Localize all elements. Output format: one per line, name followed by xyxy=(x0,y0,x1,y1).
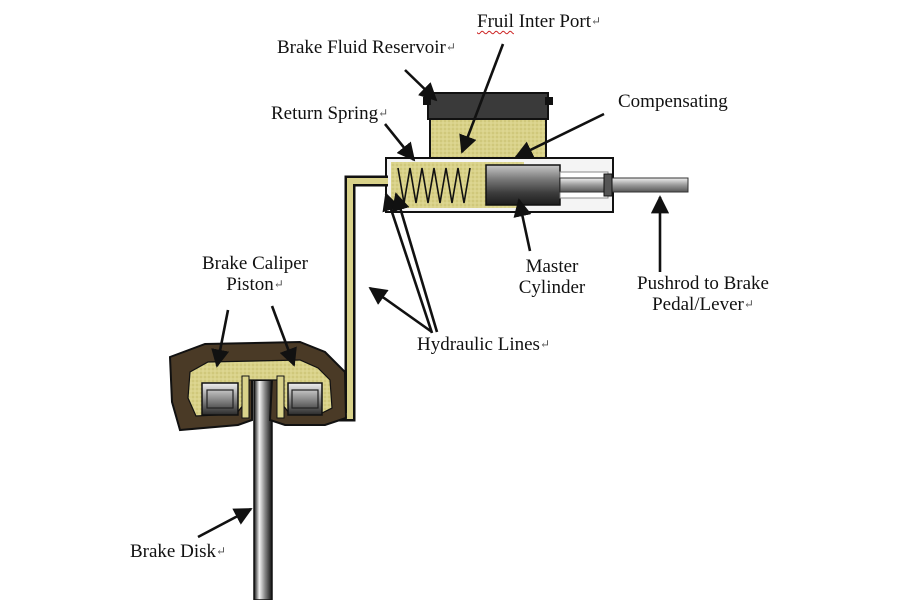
arrow-return-spring xyxy=(383,123,416,162)
master-cylinder xyxy=(385,157,689,213)
return-spring xyxy=(397,167,471,204)
brake-disk xyxy=(253,365,273,600)
label-brake-fluid-reservoir-text: Brake Fluid Reservoir xyxy=(277,37,446,58)
callout-arrows xyxy=(197,43,670,539)
paragraph-mark: ↵ xyxy=(539,337,550,351)
label-fruil-word: Fruil xyxy=(477,11,514,32)
pushrod xyxy=(559,177,689,193)
label-pushrod: Pushrod to Brake Pedal/Lever↵ xyxy=(624,273,782,315)
label-pushrod-line2-text: Pedal/Lever xyxy=(652,294,744,315)
label-brake-caliper: Brake Caliper Piston↵ xyxy=(188,253,322,295)
paragraph-mark: ↵ xyxy=(273,277,284,291)
label-brake-caliper-line2-text: Piston xyxy=(226,274,274,295)
arrow-master-cylinder xyxy=(513,198,532,252)
label-return-spring: Return Spring↵ xyxy=(271,103,388,124)
brake-fluid-reservoir xyxy=(423,92,553,165)
label-hydraulic-lines: Hydraulic Lines↵ xyxy=(417,334,550,355)
arrow-caliper-left xyxy=(211,309,230,368)
label-brake-disk-text: Brake Disk xyxy=(130,541,217,562)
arrow-caliper-right xyxy=(270,305,297,367)
label-return-spring-text: Return Spring xyxy=(271,103,379,124)
label-pushrod-line2: Pedal/Lever↵ xyxy=(624,294,782,315)
caliper-piston-left xyxy=(201,382,239,416)
arrow-fruil-inter-port xyxy=(459,43,505,154)
paragraph-mark: ↵ xyxy=(445,40,456,54)
caliper-piston-right xyxy=(287,382,323,416)
label-brake-caliper-line2: Piston↵ xyxy=(188,274,322,295)
label-master-line1: Master xyxy=(525,256,579,277)
arrow-hydraulic-upper xyxy=(391,192,439,333)
arrow-hydraulic-left xyxy=(368,286,433,334)
label-hydraulic-lines-text: Hydraulic Lines xyxy=(417,334,540,355)
arrow-brake-disk xyxy=(197,507,253,539)
label-brake-fluid-reservoir: Brake Fluid Reservoir↵ xyxy=(277,37,456,58)
paragraph-mark: ↵ xyxy=(591,14,602,28)
paragraph-mark: ↵ xyxy=(216,544,227,558)
label-brake-caliper-line1: Brake Caliper xyxy=(201,253,309,274)
arrow-hydraulic-up xyxy=(382,192,434,334)
label-pushrod-line1: Pushrod to Brake xyxy=(637,273,769,294)
label-fruil-rest: Inter Port xyxy=(513,11,591,32)
master-cylinder-piston xyxy=(485,164,561,206)
label-master-cylinder: Master Cylinder xyxy=(508,256,596,306)
label-master-line2: Cylinder xyxy=(518,277,586,298)
arrow-compensating xyxy=(514,112,605,159)
paragraph-mark: ↵ xyxy=(378,106,389,120)
arrow-reservoir xyxy=(404,69,438,102)
label-compensating: Compensating xyxy=(618,91,728,112)
label-fruil-inter-port: Fruil Inter Port↵ xyxy=(477,11,601,32)
label-brake-disk: Brake Disk↵ xyxy=(130,541,226,562)
paragraph-mark: ↵ xyxy=(743,297,754,311)
